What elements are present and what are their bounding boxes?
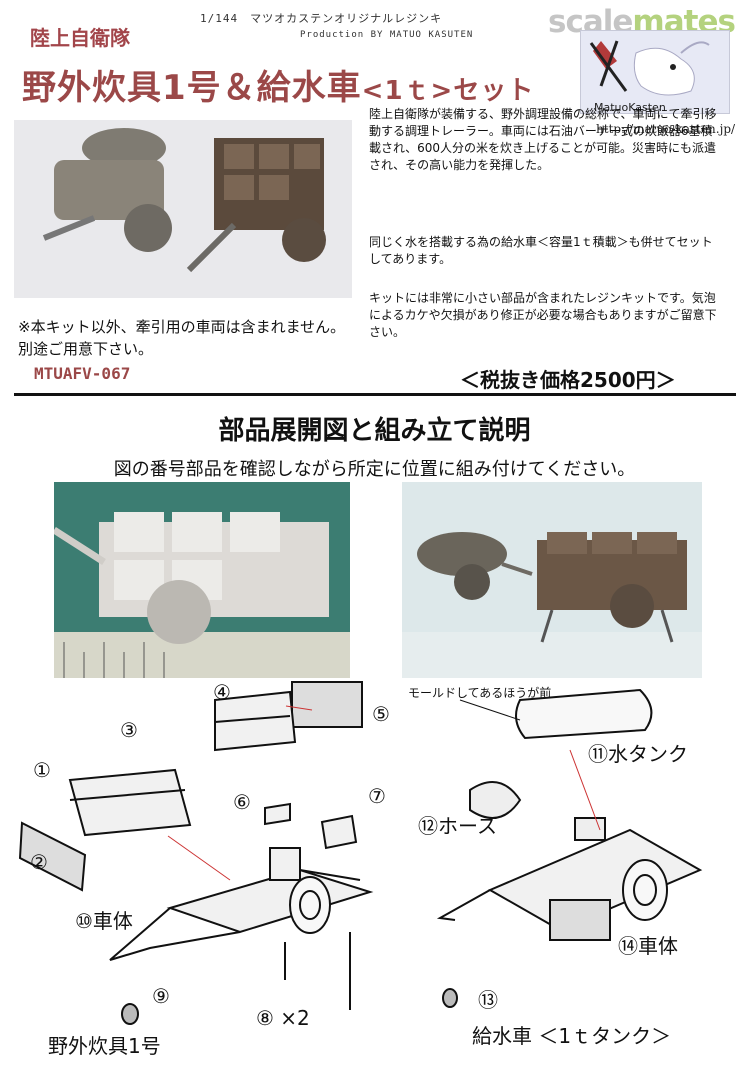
part-label-7: ⑦ bbox=[368, 784, 386, 808]
part-label-3: ③ bbox=[120, 718, 138, 742]
part-label-4: ④ bbox=[213, 680, 231, 704]
product-code: MTUAFV-067 bbox=[34, 364, 131, 383]
part-label-14: ⑭車体 bbox=[618, 934, 678, 958]
towing-vehicle-note: ※本キット以外、牽引用の車両は含まれません。別途ご用意下さい。 bbox=[18, 318, 346, 358]
description-paragraph-2: 同じく水を搭載する為の給水車＜容量1ｔ積載＞も併せてセットしてあります。 bbox=[369, 235, 713, 266]
mold-front-note: モールドしてあるほうが前 bbox=[408, 686, 552, 700]
description-paragraph-1: 陸上自衛隊が装備する、野外調理設備の総称で、車両にて牽引移動する調理トレーラー。… bbox=[369, 107, 717, 172]
subtitle: 陸上自衛隊 bbox=[30, 26, 130, 50]
parts-diagram: ① ② ③ ④ ⑤ ⑥ ⑦ ⑧ ×2 ⑨ ⑩車体 野外炊具1号 モールドしてある… bbox=[0, 680, 749, 1080]
watermark: scalemates bbox=[548, 4, 736, 40]
part-label-6: ⑥ bbox=[233, 790, 251, 814]
assembled-field-kitchen-photo bbox=[54, 482, 350, 678]
section-divider bbox=[14, 393, 736, 396]
water-trailer-caption: 給水車 ＜1ｔタンク＞ bbox=[472, 1024, 672, 1048]
description-paragraph-3: キットには非常に小さい部品が含まれたレジンキットです。気泡によるカケや欠損があり… bbox=[369, 291, 717, 339]
set-photo bbox=[402, 482, 702, 678]
assembly-title: 部品展開図と組み立て説明 bbox=[218, 416, 531, 446]
part-label-2: ② bbox=[30, 850, 48, 874]
title-main: 野外炊具1号＆給水車 bbox=[22, 68, 362, 108]
part-label-9: ⑨ bbox=[152, 984, 170, 1008]
assembly-instructions: 図の番号部品を確認しながら所定に位置に組み付けてください。 bbox=[113, 459, 636, 480]
part-label-12: ⑫ホース bbox=[418, 814, 497, 838]
assembled-set-photo bbox=[402, 482, 702, 678]
part-label-8: ⑧ ×2 bbox=[256, 1006, 310, 1030]
website-url: http://matuo-kasten.jp/ bbox=[596, 122, 736, 136]
logo bbox=[580, 30, 730, 114]
price: ＜税抜き価格2500円＞ bbox=[460, 368, 676, 392]
field-kitchen-caption: 野外炊具1号 bbox=[48, 1034, 161, 1058]
field-kitchen-photo bbox=[54, 482, 350, 678]
page-title: 野外炊具1号＆給水車<1ｔ>セット bbox=[22, 60, 534, 109]
production-credit: Production BY MATUO KASUTEN bbox=[300, 30, 474, 40]
part-label-1: ① bbox=[33, 758, 51, 782]
logo-illustration bbox=[581, 31, 729, 113]
part-label-11: ⑪水タンク bbox=[588, 742, 688, 766]
part-label-10: ⑩車体 bbox=[75, 909, 133, 933]
part-label-5: ⑤ bbox=[372, 702, 390, 726]
part-label-13: ⑬ bbox=[478, 988, 498, 1012]
logo-text: MatuoKasten bbox=[594, 101, 666, 114]
trailer-photo bbox=[14, 120, 352, 298]
product-photo-top bbox=[14, 120, 352, 298]
title-suffix: <1ｔ>セット bbox=[361, 76, 535, 106]
parts-diagram-drawing bbox=[18, 681, 703, 1025]
scale-header: 1/144 マツオカステンオリジナルレジンキ bbox=[200, 12, 443, 25]
